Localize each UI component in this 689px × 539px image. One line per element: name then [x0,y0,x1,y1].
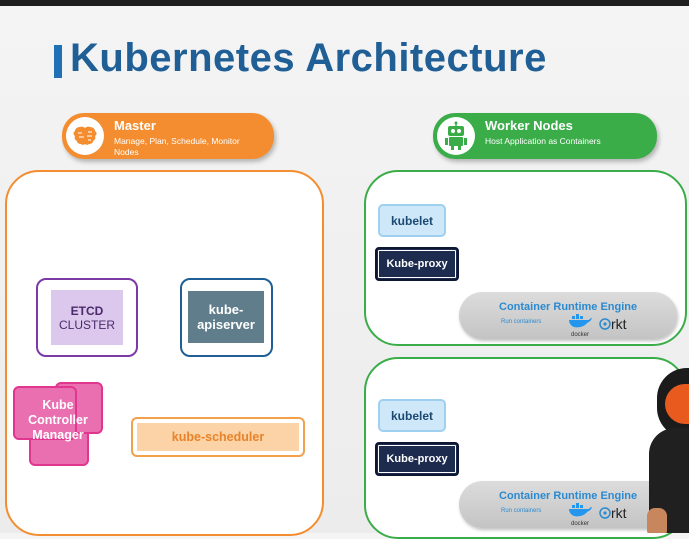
rkt-icon [599,318,611,330]
docker-whale-icon: docker [567,502,593,527]
container-runtime-engine-1: Container Runtime Engine Run containers … [459,292,677,339]
controller-label-2: Controller [28,413,88,427]
kube-proxy-label-1: Kube-proxy [386,258,448,270]
top-bar [0,0,689,6]
cre-subtitle-2: Run containers [501,508,542,514]
kubelet-box-2: kubelet [378,399,446,432]
master-pill: Master Manage, Plan, Schedule, Monitor N… [62,113,274,159]
container-runtime-engine-2: Container Runtime Engine Run containers … [459,481,677,528]
rkt-logo-1: rkt [599,316,627,332]
master-title: Master [114,118,156,133]
worker-title: Worker Nodes [485,118,573,133]
docker-label-1: docker [570,332,589,338]
apiserver-label-2: apiserver [197,317,255,332]
apiserver-label-1: kube- [208,302,244,317]
etcd-cluster-box: ETCD CLUSTER [36,278,138,357]
worker-subtitle: Host Application as Containers [485,136,601,146]
cre-title-2: Container Runtime Engine [499,490,638,502]
kubelet-label-1: kubelet [390,213,433,228]
page-title: Kubernetes Architecture [70,36,547,80]
cre-title-1: Container Runtime Engine [499,301,638,313]
robot-icon [437,117,475,155]
title-accent [54,45,62,78]
cre-subtitle-1: Run containers [501,319,542,325]
master-subtitle: Manage, Plan, Schedule, Monitor Nodes [114,136,240,157]
rkt-logo-2: rkt [599,505,627,521]
presenter-figure [645,368,689,533]
worker-pill: Worker Nodes Host Application as Contain… [433,113,657,159]
kube-proxy-box-1: Kube-proxy [375,247,459,281]
kube-proxy-label-2: Kube-proxy [386,453,448,465]
rkt-label-1: rkt [611,316,627,332]
brain-icon [66,117,104,155]
kubelet-box-1: kubelet [378,204,446,237]
kube-proxy-box-2: Kube-proxy [375,442,459,476]
cluster-label: CLUSTER [58,317,115,332]
kubelet-label-2: kubelet [390,408,433,423]
kube-scheduler-box: kube-scheduler [131,417,305,457]
scheduler-label: kube-scheduler [171,430,265,444]
docker-whale-icon: docker [567,313,593,338]
kube-controller-manager-box: Kube Controller Manager [13,382,103,466]
etcd-label: ETCD [70,303,104,318]
controller-label-3: Manager [32,428,84,442]
controller-label-1: Kube [42,398,74,412]
rkt-icon [599,507,611,519]
rkt-label-2: rkt [611,505,627,521]
kube-apiserver-box: kube- apiserver [180,278,273,357]
docker-label-2: docker [570,521,589,527]
